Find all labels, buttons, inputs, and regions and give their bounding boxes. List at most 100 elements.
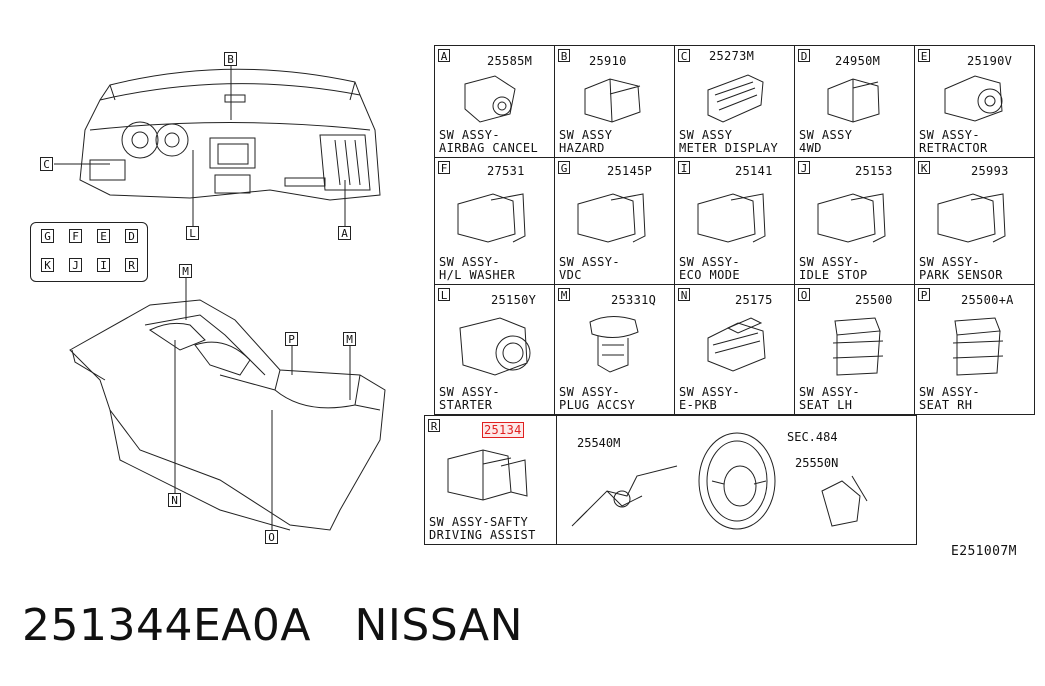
part-cell-j[interactable]: J 25153 SW ASSY- IDLE STOP xyxy=(794,157,915,285)
part-number: 25910 xyxy=(589,54,627,68)
cell-letter: G xyxy=(558,161,570,175)
legend-key-r: R xyxy=(125,258,138,272)
switch-icon xyxy=(459,317,531,376)
cell-letter: K xyxy=(918,161,930,175)
dashboard-illustration xyxy=(79,68,381,201)
part-number: 25153 xyxy=(855,164,893,178)
part-cell-f[interactable]: F 27531 SW ASSY- H/L WASHER xyxy=(434,157,555,285)
legend-key-k: K xyxy=(41,258,54,272)
switch-icon xyxy=(952,317,1004,376)
switch-icon xyxy=(707,74,764,123)
part-description: SW ASSY- ECO MODE xyxy=(679,255,740,282)
part-number: 25500 xyxy=(855,293,893,307)
switch-icon xyxy=(707,317,766,372)
cell-letter: D xyxy=(798,49,810,63)
switch-icon xyxy=(944,75,1003,122)
console-illustration xyxy=(69,299,386,531)
part-number: 25331Q xyxy=(611,293,657,307)
cell-letter: P xyxy=(918,288,930,302)
part-cell-b[interactable]: B 25910 SW ASSY HAZARD xyxy=(554,45,675,158)
part-number: 24950M xyxy=(835,54,881,68)
part-number: 25993 xyxy=(971,164,1009,178)
legend-key-g: G xyxy=(41,229,54,243)
steering-assembly-panel: 25540M SEC.484 25550N xyxy=(556,415,917,545)
part-description: SW ASSY- SEAT LH xyxy=(799,385,860,412)
part-description: SW ASSY- SEAT RH xyxy=(919,385,980,412)
part-cell-e[interactable]: E 25190V SW ASSY- RETRACTOR xyxy=(914,45,1035,158)
console-label-p: P xyxy=(285,332,298,346)
cell-letter: A xyxy=(438,49,450,63)
dash-label-a: A xyxy=(338,226,351,240)
part-cell-g[interactable]: G 25145P SW ASSY- VDC xyxy=(554,157,675,285)
part-number: 25273M xyxy=(709,49,755,63)
console-label-n: N xyxy=(168,493,181,507)
part-number: 25585M xyxy=(487,54,533,68)
switch-icon xyxy=(827,78,880,123)
part-description: SW ASSY HAZARD xyxy=(559,128,613,155)
part-cell-p[interactable]: P 25500+A SW ASSY- SEAT RH xyxy=(914,284,1035,415)
cell-letter: N xyxy=(678,288,690,302)
switch-icon xyxy=(817,193,886,243)
part-number: 25500+A xyxy=(961,293,1014,307)
steering-switch-part-number: 25550N xyxy=(795,456,839,470)
switch-icon xyxy=(584,78,641,123)
cell-letter: J xyxy=(798,161,810,175)
console-leader-lines xyxy=(174,278,351,530)
part-description: SW ASSY- PLUG ACCSY xyxy=(559,385,636,412)
cell-letter: E xyxy=(918,49,930,63)
part-cell-r[interactable]: R 25134 SW ASSY-SAFTY DRIVING ASSIST xyxy=(424,415,557,545)
part-cell-m[interactable]: M 25331Q SW ASSY- PLUG ACCSY xyxy=(554,284,675,415)
part-description: SW ASSY- VDC xyxy=(559,255,620,282)
part-description: SW ASSY- H/L WASHER xyxy=(439,255,516,282)
legend-key-j: J xyxy=(69,258,82,272)
legend-key-d: D xyxy=(125,229,138,243)
part-description: SW ASSY- AIRBAG CANCEL xyxy=(439,128,539,155)
part-cell-n[interactable]: N 25175 SW ASSY- E-PKB xyxy=(674,284,795,415)
part-cell-d[interactable]: D 24950M SW ASSY 4WD xyxy=(794,45,915,158)
part-number: 25190V xyxy=(967,54,1013,68)
dash-label-b: B xyxy=(224,52,237,66)
part-description: SW ASSY 4WD xyxy=(799,128,853,155)
switch-icon xyxy=(457,193,526,243)
console-label-m-top: M xyxy=(179,264,192,278)
switch-icon xyxy=(577,193,646,243)
part-cell-k[interactable]: K 25993 SW ASSY- PARK SENSOR xyxy=(914,157,1035,285)
steering-section-ref: SEC.484 xyxy=(787,430,838,444)
part-cell-i[interactable]: I 25141 SW ASSY- ECO MODE xyxy=(674,157,795,285)
part-number: 25141 xyxy=(735,164,773,178)
part-number-highlighted: 25134 xyxy=(482,422,524,438)
part-description: SW ASSY- RETRACTOR xyxy=(919,128,988,155)
switch-icon xyxy=(589,316,639,373)
part-description: SW ASSY-SAFTY DRIVING ASSIST xyxy=(429,515,536,542)
legend-key-f: F xyxy=(69,229,82,243)
part-cell-c[interactable]: C 25273M SW ASSY METER DISPLAY xyxy=(674,45,795,158)
part-number: 25145P xyxy=(607,164,653,178)
dash-label-c: C xyxy=(40,157,53,171)
switch-legend-box xyxy=(30,222,148,282)
dash-label-l: L xyxy=(186,226,199,240)
parts-grid: A 25585M SW ASSY- AIRBAG CANCEL B 25910 … xyxy=(434,45,1038,415)
console-label-o: O xyxy=(265,530,278,544)
part-cell-a[interactable]: A 25585M SW ASSY- AIRBAG CANCEL xyxy=(434,45,555,158)
part-cell-l[interactable]: L 25150Y SW ASSY- STARTER xyxy=(434,284,555,415)
part-number: 25150Y xyxy=(491,293,537,307)
cell-letter: F xyxy=(438,161,450,175)
steering-wheel-icon xyxy=(698,432,776,530)
footer-part-number: 251344EA0A xyxy=(22,600,311,651)
combination-switch-icon xyxy=(571,465,678,527)
cell-letter: I xyxy=(678,161,690,175)
dash-leader-lines xyxy=(54,66,346,226)
diagram-reference-code: E251007M xyxy=(951,544,1017,559)
footer-title: 251344EA0A NISSAN xyxy=(22,600,523,651)
part-cell-o[interactable]: O 25500 SW ASSY- SEAT LH xyxy=(794,284,915,415)
cell-letter: O xyxy=(798,288,810,302)
part-description: SW ASSY- E-PKB xyxy=(679,385,740,412)
switch-icon xyxy=(464,75,516,123)
combo-switch-part-number: 25540M xyxy=(577,436,621,450)
cell-letter: L xyxy=(438,288,450,302)
part-description: SW ASSY METER DISPLAY xyxy=(679,128,779,155)
footer-brand: NISSAN xyxy=(354,600,524,651)
part-description: SW ASSY- PARK SENSOR xyxy=(919,255,1003,282)
switch-icon xyxy=(832,317,884,376)
part-description: SW ASSY- STARTER xyxy=(439,385,500,412)
